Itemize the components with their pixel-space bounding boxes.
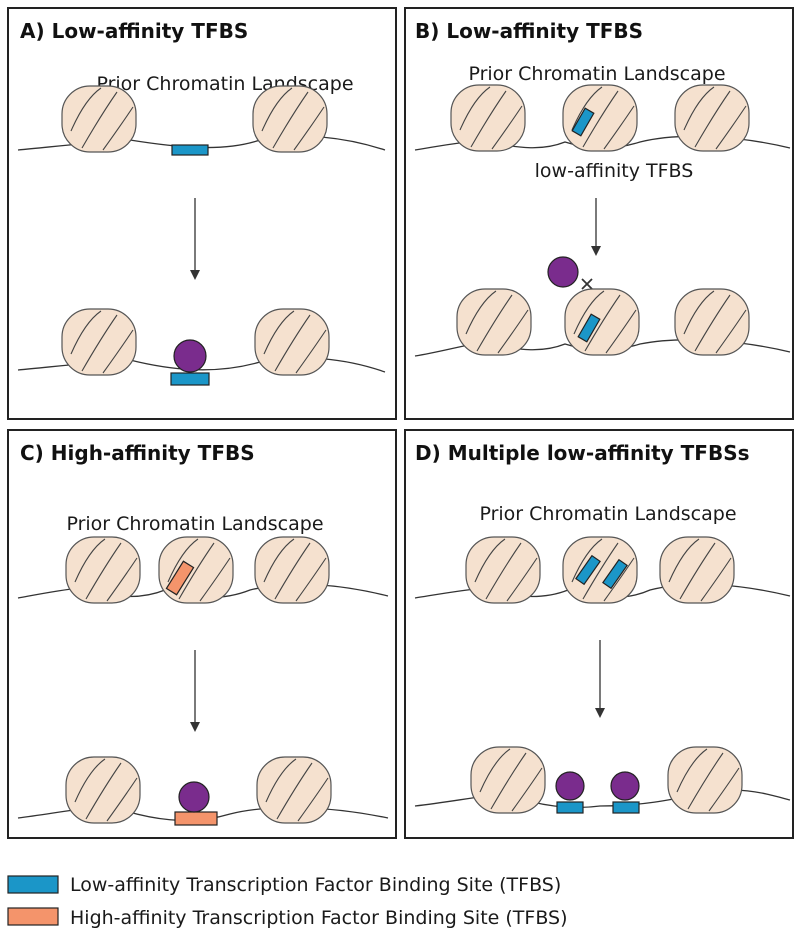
panel-d-top-low-affinity-site-1 [575,554,601,586]
panel-b: B) Low-affinity TFBS Prior Chromatin Lan… [404,7,794,420]
panel-b-bottom-nucleosome-right [674,288,750,356]
panel-d-bottom-nucleosome-right [667,746,743,814]
panel-b-top-nucleosome-center [562,84,638,152]
panel-c-arrowhead [190,722,200,732]
panel-d-landscape-label: Prior Chromatin Landscape [479,503,736,525]
panel-a-top-nucleosome-left [61,85,137,153]
panel-b-title: B) Low-affinity TFBS [415,19,643,43]
panel-b-landscape-label: Prior Chromatin Landscape [468,63,725,85]
panel-d-top-low-affinity-site-2 [602,558,628,590]
panel-d-bottom-nucleosome-left [470,746,546,814]
panel-b-frame [404,7,794,420]
panel-b-blocked-mark-stroke [581,278,593,290]
panel-c-bottom-nucleosome-right [256,756,332,824]
panel-b-site-label: low-affinity TFBS [535,160,694,182]
panel-a-arrowhead [190,270,200,280]
panel-c: C) High-affinity TFBS Prior Chromatin La… [7,429,397,839]
panel-a-transcription-factor [173,339,207,373]
panel-b-bottom-nucleosome-left [456,288,532,356]
panel-d-frame [404,429,794,839]
panel-a-top-nucleosome-right [252,85,328,153]
panel-b-arrowhead [591,246,601,256]
panel-d-arrowhead [595,708,605,718]
legend-high-affinity-label: High-affinity Transcription Factor Bindi… [70,907,568,929]
panel-d-top-nucleosome-right [659,536,735,604]
panel-d-top-nucleosome-center [562,536,638,604]
panel-c-top-high-affinity-site [165,560,195,596]
legend: Low-affinity Transcription Factor Bindin… [7,874,568,929]
panel-c-transcription-factor [178,781,210,813]
panel-d-top-nucleosome-left [465,536,541,604]
panel-d-transcription-factor-1 [555,771,585,801]
panel-c-frame [7,429,397,839]
panel-c-bottom-high-affinity-site [174,811,218,826]
legend-low-affinity-label: Low-affinity Transcription Factor Bindin… [70,874,561,896]
legend-low-affinity-swatch [7,875,59,894]
panel-b-transcription-factor [547,256,579,288]
panel-a-top-low-affinity-site [171,144,209,156]
panel-a-bottom-nucleosome-right [254,308,330,376]
panel-c-bottom-nucleosome-left [65,756,141,824]
panel-c-top-nucleosome-center [158,536,234,604]
panel-d-title: D) Multiple low-affinity TFBSs [415,441,750,465]
panel-b-bottom-low-affinity-site [577,313,601,343]
panel-a-title: A) Low-affinity TFBS [20,19,248,43]
panel-c-title: C) High-affinity TFBS [20,441,255,465]
panel-d-bottom-low-affinity-site-1 [556,801,584,814]
panel-c-landscape-label: Prior Chromatin Landscape [66,513,323,535]
panel-b-top-nucleosome-right [674,84,750,152]
panel-a-frame [7,7,397,420]
panel-d-bottom-low-affinity-site-2 [612,801,640,814]
panel-a-bottom-nucleosome-left [61,308,137,376]
panel-b-top-nucleosome-left [450,84,526,152]
panel-c-top-nucleosome-right [254,536,330,604]
panel-b-top-low-affinity-site [571,107,595,137]
panel-a-bottom-low-affinity-site [170,372,210,386]
panel-b-bottom-nucleosome-center [564,288,640,356]
panel-d: D) Multiple low-affinity TFBSs Prior Chr… [404,429,794,839]
panel-d-transcription-factor-2 [610,771,640,801]
panel-c-top-nucleosome-left [65,536,141,604]
legend-high-affinity-swatch [7,907,59,926]
panel-a: A) Low-affinity TFBS Prior Chromatin Lan… [7,7,397,420]
